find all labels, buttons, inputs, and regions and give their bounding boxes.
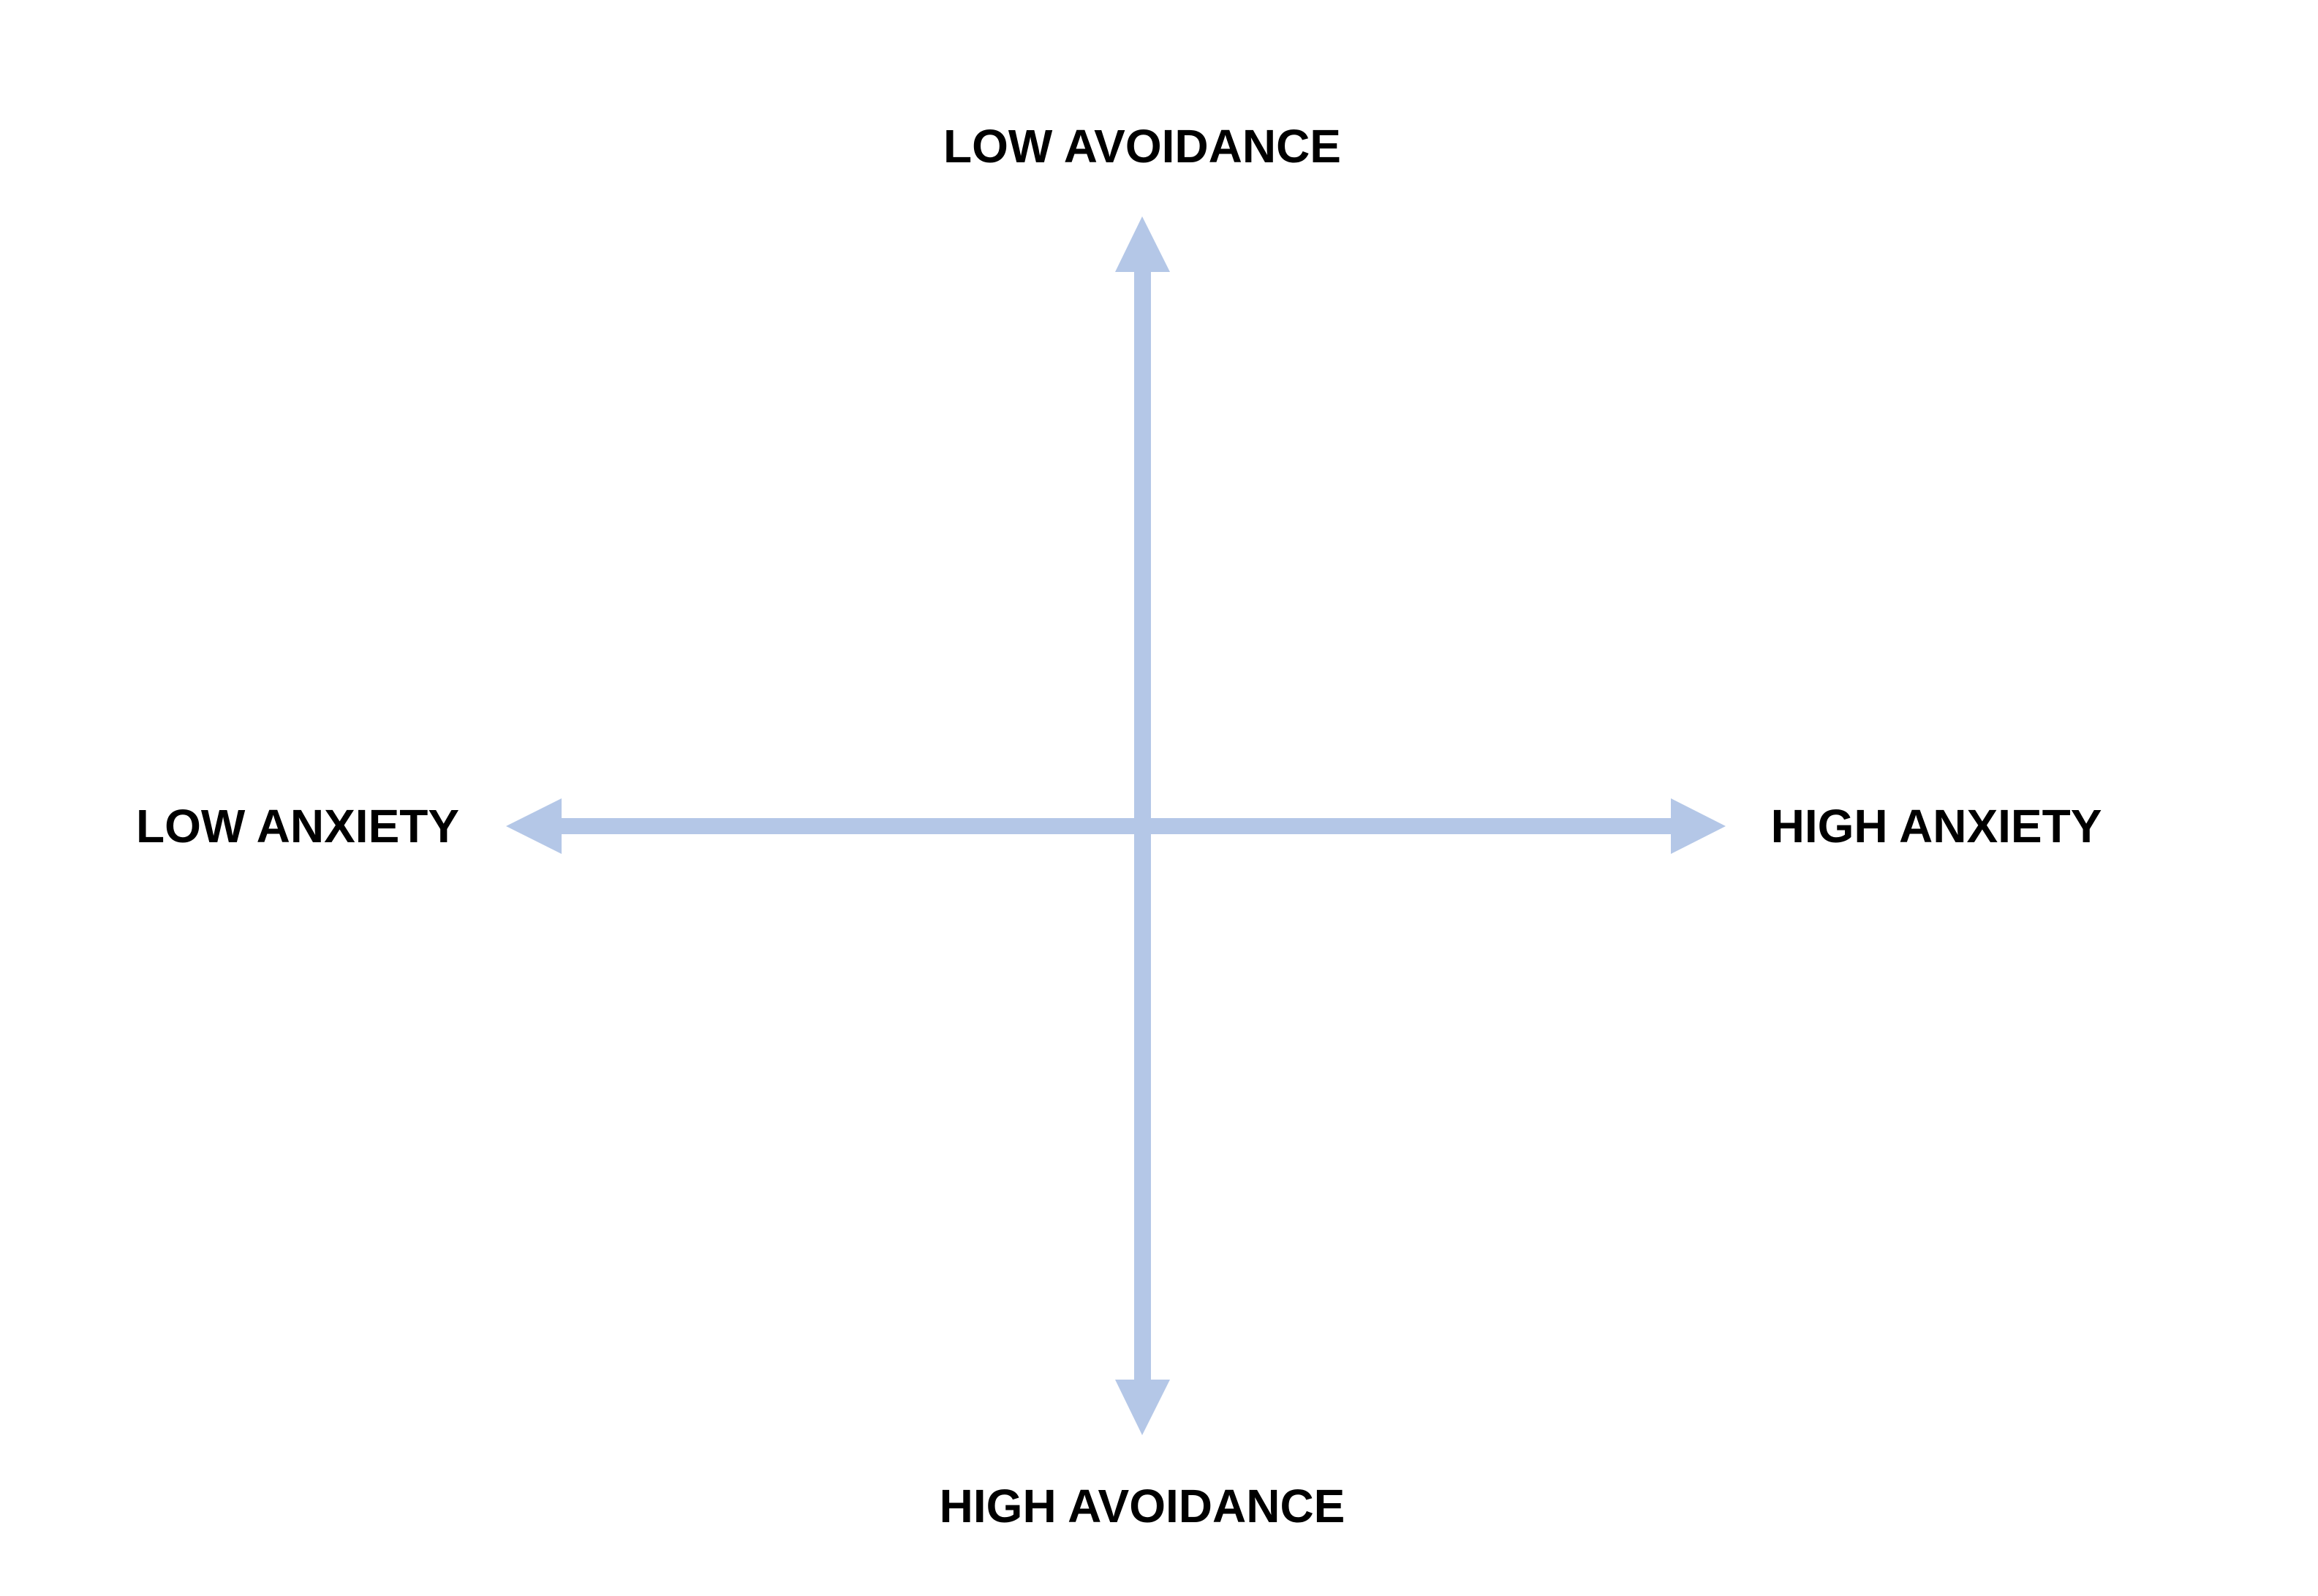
arrow-right-icon xyxy=(1671,798,1726,854)
label-low-anxiety: LOW ANXIETY xyxy=(135,800,460,852)
horizontal-axis-line xyxy=(557,818,1676,834)
arrow-left-icon xyxy=(506,798,562,854)
arrow-up-icon xyxy=(1115,216,1170,272)
label-low-avoidance: LOW AVOIDANCE xyxy=(943,120,1341,173)
label-high-anxiety: HIGH ANXIETY xyxy=(1770,800,2102,852)
label-high-avoidance: HIGH AVOIDANCE xyxy=(939,1480,1345,1532)
arrow-down-icon xyxy=(1115,1380,1170,1435)
